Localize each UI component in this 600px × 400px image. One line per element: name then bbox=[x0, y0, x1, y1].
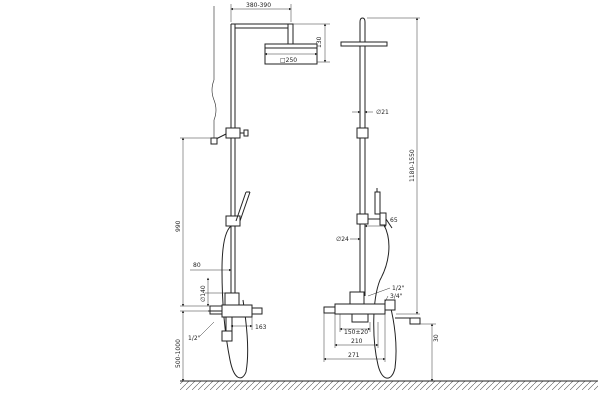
floor-line bbox=[180, 380, 598, 390]
outlet-projection-label: 163 bbox=[255, 324, 267, 331]
holder-diameter-label: ∅24 bbox=[336, 236, 349, 243]
hand-shower-offset-label: 80 bbox=[193, 262, 201, 269]
inlet-thread-label: 1/2" bbox=[188, 335, 201, 342]
dim-head-size: □250 bbox=[264, 52, 318, 64]
dim-hose-threads: 1/2" 3/4" bbox=[367, 285, 405, 303]
side-holder bbox=[356, 188, 393, 229]
side-view: ∅21 1180-1550 ∅24 65 1/2" 3/4" bbox=[323, 17, 440, 382]
spout-height-label: 30 bbox=[433, 334, 440, 342]
thermostatic-mixer bbox=[208, 292, 263, 342]
depth-2-label: 271 bbox=[348, 352, 360, 359]
dim-pipe-diameter: ∅21 bbox=[352, 109, 389, 116]
centres-label: 150±20 bbox=[344, 329, 368, 336]
shower-column bbox=[230, 23, 291, 305]
depth-1-label: 210 bbox=[351, 338, 363, 345]
dim-valve-height: ∅140 bbox=[200, 277, 225, 307]
head-size-label: □250 bbox=[280, 57, 297, 64]
overall-height-label: 1180-1550 bbox=[409, 149, 416, 182]
dim-column-height: 990 bbox=[175, 137, 222, 307]
arm-reach-label: 380-390 bbox=[246, 2, 271, 9]
dim-hand-shower-offset: 80 bbox=[190, 262, 232, 272]
hand-shower-holder bbox=[225, 191, 251, 227]
dim-spout-height: 30 bbox=[420, 323, 440, 382]
wall-bracket bbox=[210, 127, 249, 145]
mounting-height-label: 500-1000 bbox=[175, 339, 182, 368]
side-hose bbox=[373, 224, 397, 379]
side-upper-clamp bbox=[356, 127, 369, 139]
dim-outlet-projection: 163 bbox=[230, 316, 267, 331]
dim-inlet-thread: 1/2" bbox=[188, 321, 215, 342]
side-column bbox=[359, 17, 366, 296]
valve-height-label: ∅140 bbox=[200, 285, 207, 302]
front-view: 380-390 130 □250 990 80 bbox=[175, 2, 330, 382]
dim-overall-height: 1180-1550 bbox=[367, 17, 420, 315]
head-drop-label: 130 bbox=[316, 36, 323, 48]
pipe-diameter-label: ∅21 bbox=[376, 109, 389, 116]
dim-mounting-height: 500-1000 bbox=[175, 310, 208, 382]
column-height-label: 990 bbox=[175, 220, 182, 232]
dim-holder-projection: 65 bbox=[364, 217, 398, 228]
dim-arm-reach: 380-390 bbox=[230, 2, 292, 22]
rain-shower-head bbox=[264, 23, 318, 65]
dim-depth-2: 271 bbox=[323, 313, 386, 362]
shower-hose bbox=[221, 225, 249, 379]
hose-thread-2-label: 3/4" bbox=[390, 293, 403, 300]
side-mixer bbox=[323, 291, 421, 325]
side-rain-head bbox=[340, 41, 388, 47]
dim-centres: 150±20 bbox=[339, 314, 371, 336]
dim-head-drop: 130 bbox=[293, 23, 330, 63]
dim-holder-diameter: ∅24 bbox=[336, 236, 361, 243]
hose-thread-1-label: 1/2" bbox=[392, 285, 405, 292]
holder-projection-label: 65 bbox=[390, 217, 398, 224]
dim-depth-1: 210 bbox=[334, 314, 379, 348]
